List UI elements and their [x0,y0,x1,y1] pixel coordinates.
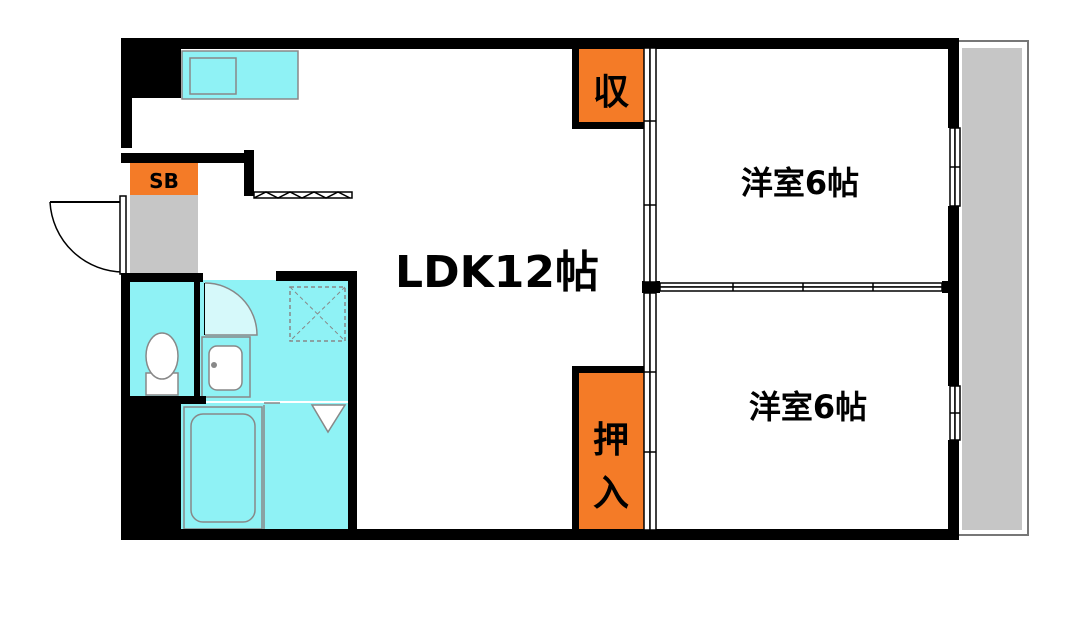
washroom-door [204,282,258,336]
walls [121,38,959,540]
washing-machine-pan [289,286,346,342]
bathtub-icon [183,406,263,530]
room-label-western-2: 洋室6帖 [749,388,867,426]
kitchen-counter [181,50,299,100]
closet: 収 [578,48,644,124]
entrance-door [49,195,127,275]
partition-ticks [644,120,960,453]
entrance-floor [130,195,198,273]
balcony [955,40,1029,536]
partitions [643,47,961,531]
shoebox-label: SB [149,169,179,193]
oshiire-label-2: 入 [593,473,629,514]
folding-door [253,191,353,199]
closet-label: 収 [593,72,629,113]
bathroom-door [263,402,347,531]
room-label-western-1: 洋室6帖 [741,164,859,202]
oshiire: 押 入 [578,372,644,530]
toilet-icon [145,332,179,396]
oshiire-label-1: 押 [593,420,629,461]
washbasin [201,336,251,398]
room-label-ldk: LDK12帖 [395,247,599,298]
shoebox: SB [130,163,198,195]
